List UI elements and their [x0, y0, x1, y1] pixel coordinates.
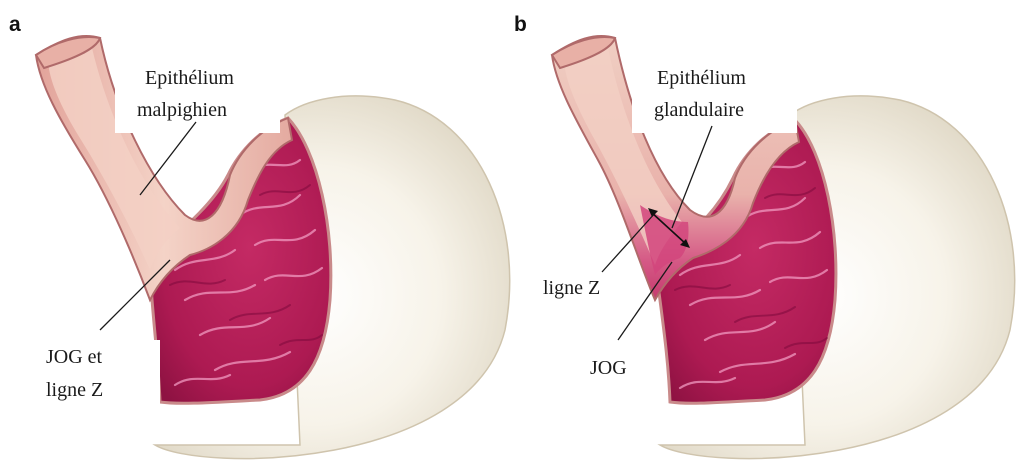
label-epithelium-b-2: glandulaire	[654, 99, 744, 121]
label-junction-a-2: ligne Z	[46, 379, 103, 401]
label-jog-b: JOG	[590, 357, 627, 379]
panel-letter-b: b	[514, 13, 527, 36]
label-epithelium-b-1: Epithélium	[657, 67, 746, 89]
label-epithelium-a-2: malpighien	[137, 99, 227, 121]
panel-a: a Epithélium malpighi	[9, 13, 510, 459]
label-zline-b: ligne Z	[543, 277, 600, 299]
panel-b: b Epithélium glandulaire	[514, 13, 1015, 459]
panel-letter-a: a	[9, 13, 21, 36]
label-epithelium-a-1: Epithélium	[145, 67, 234, 89]
label-junction-a-1: JOG et	[46, 346, 103, 368]
